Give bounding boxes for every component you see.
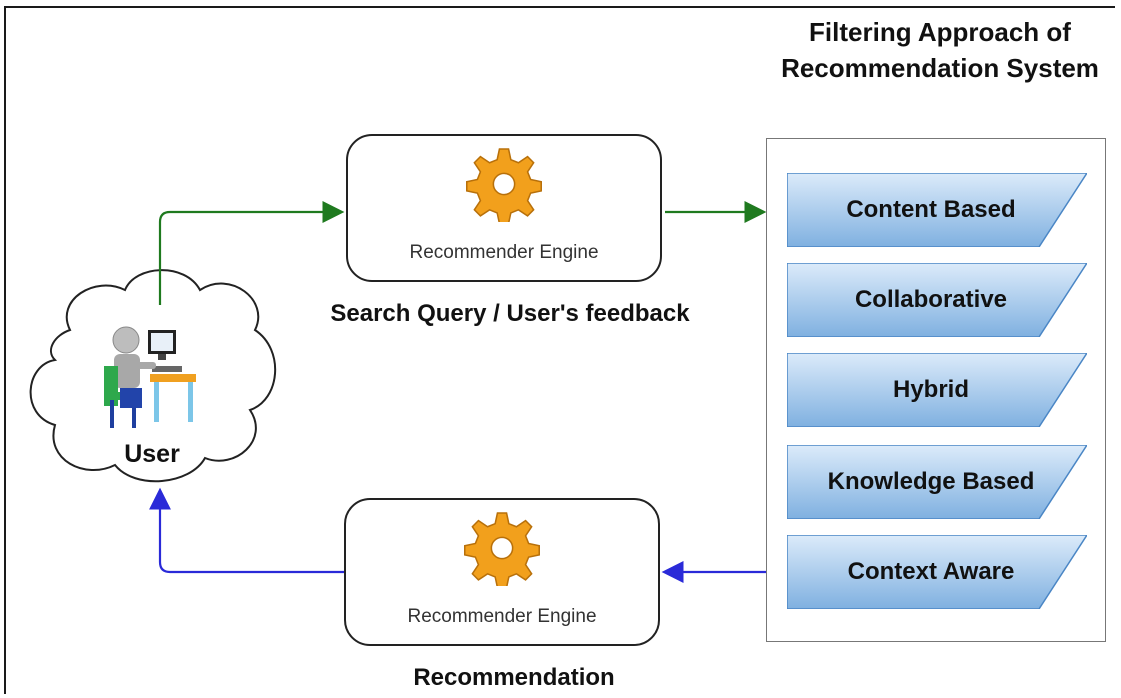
approach-knowledge-based: Knowledge Based [787,445,1087,519]
bottom-engine-caption: Recommendation [413,664,615,691]
panel-title: Filtering Approach of Recommendation Sys… [781,17,1099,83]
engine-label: Recommender Engine [407,606,597,627]
arrow-user-to-engine [158,201,345,305]
approach-collaborative: Collaborative [787,263,1087,337]
top-engine-caption: Search Query / User's feedback [330,300,690,327]
engine-label: Recommender Engine [409,242,599,263]
gear-icon [466,148,542,222]
gear-icon [464,512,540,586]
user-at-computer-icon [104,326,196,428]
diagram-frame [4,6,1115,694]
user-label: User [124,440,180,468]
approach-hybrid: Hybrid [787,353,1087,427]
recommender-engine-top: Recommender Engine [346,134,662,282]
approach-context-aware: Context Aware [787,535,1087,609]
filtering-approaches-panel: Content Based Collaborative Hybrid Knowl… [766,138,1106,642]
arrow-engine-to-user [149,487,344,574]
recommender-engine-bottom: Recommender Engine [344,498,660,646]
approach-content-based: Content Based [787,173,1087,247]
